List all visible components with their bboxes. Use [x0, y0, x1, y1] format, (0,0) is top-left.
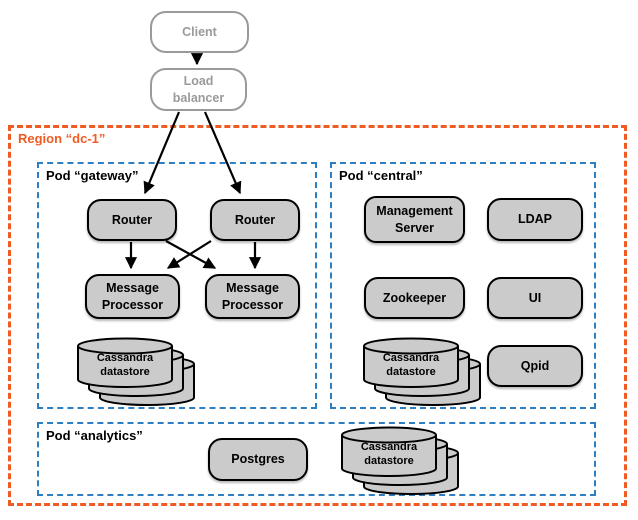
- client-node: Client: [150, 11, 249, 53]
- pod-analytics-boundary: Pod “analytics”: [37, 422, 596, 496]
- pod-central-boundary: Pod “central”: [330, 162, 596, 409]
- router-node-2: Router: [210, 199, 300, 241]
- database-cylinder-stack-icon: [341, 426, 459, 495]
- ui-node: UI: [487, 277, 583, 319]
- router-node-1: Router: [87, 199, 177, 241]
- datastore-label: Cassandra datastore: [96, 352, 154, 378]
- datastore-label: Cassandra datastore: [382, 352, 440, 378]
- management-server-node: Management Server: [364, 196, 465, 243]
- load-balancer-node: Load balancer: [150, 68, 247, 111]
- message-processor-node-1: Message Processor: [85, 274, 180, 319]
- region-dc1-boundary: Region “dc-1”: [8, 125, 627, 506]
- cassandra-datastore-analytics: Cassandra datastore: [340, 425, 462, 497]
- database-cylinder-stack-icon: [363, 337, 481, 406]
- qpid-node: Qpid: [487, 345, 583, 387]
- message-processor-node-2: Message Processor: [205, 274, 300, 319]
- pod-gateway-label: Pod “gateway”: [46, 168, 139, 183]
- database-cylinder-stack-icon: [77, 337, 195, 406]
- datastore-label: Cassandra datastore: [360, 441, 418, 467]
- ldap-node: LDAP: [487, 198, 583, 241]
- pod-central-label: Pod “central”: [339, 168, 423, 183]
- region-label: Region “dc-1”: [18, 131, 106, 146]
- postgres-node: Postgres: [208, 438, 308, 481]
- cassandra-datastore-gateway: Cassandra datastore: [76, 336, 198, 408]
- cassandra-datastore-central: Cassandra datastore: [362, 336, 484, 408]
- zookeeper-node: Zookeeper: [364, 277, 465, 319]
- pod-analytics-label: Pod “analytics”: [46, 428, 143, 443]
